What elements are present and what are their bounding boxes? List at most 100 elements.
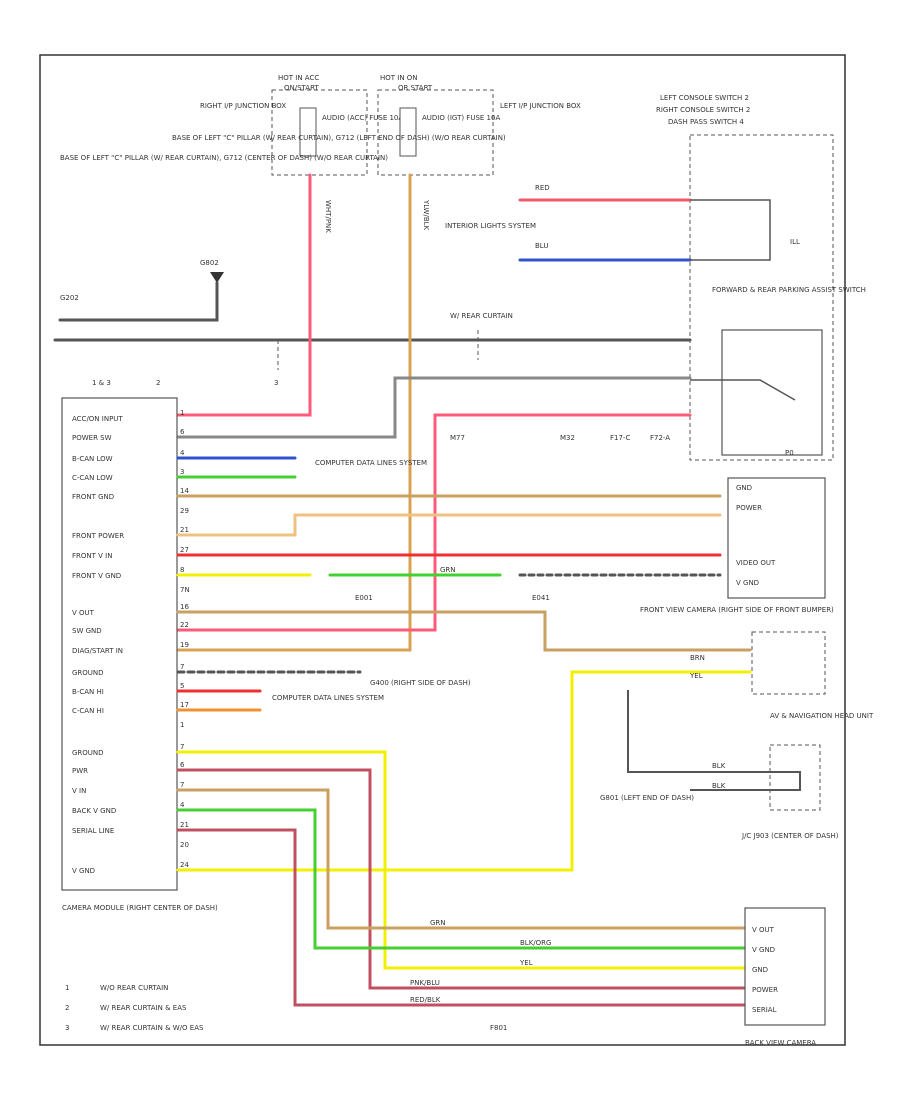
- module-pin-label: GROUND: [72, 669, 104, 677]
- rear-camera-pin-label: POWER: [752, 986, 778, 994]
- camera-module-title: CAMERA MODULE (RIGHT CENTER OF DASH): [62, 904, 218, 912]
- wire-yel-front-camera: [176, 670, 752, 872]
- label-ill: ILL: [790, 238, 800, 246]
- rear-wire-yel: YEL: [519, 959, 533, 967]
- wire-label-wht-pnk: WHT/PNK: [324, 200, 332, 233]
- module-pin-label: FRONT POWER: [72, 532, 124, 540]
- console-item-2: DASH PASS SWITCH 4: [668, 118, 744, 126]
- right-junction-box-label: RIGHT I/P JUNCTION BOX: [200, 102, 286, 110]
- module-pin-number: 16: [180, 603, 189, 611]
- wire-rear-serial: [176, 828, 752, 1007]
- module-pin-number: 1: [180, 721, 184, 729]
- front-cam-wire-yel: YEL: [689, 672, 703, 680]
- module-pin-label: DIAG/START IN: [72, 647, 123, 655]
- g400-label: G400 (RIGHT SIDE OF DASH): [370, 679, 471, 687]
- front-disp-video-out: VIDEO OUT: [736, 559, 776, 567]
- ground-mid-symbol: [210, 272, 224, 283]
- connector-e041: E041: [532, 594, 550, 602]
- module-pin-number: 4: [180, 801, 185, 809]
- module-pin-label: V OUT: [72, 609, 95, 617]
- module-pin-number: 24: [180, 861, 189, 869]
- module-pin-label: PWR: [72, 767, 88, 775]
- rear-wire-blk-org: BLK/ORG: [520, 939, 551, 947]
- parking-connector: P0: [785, 449, 794, 457]
- module-pin-label: C-CAN LOW: [72, 474, 113, 482]
- connector-e001: E001: [355, 594, 373, 602]
- legend-number: 1: [65, 984, 69, 992]
- console-switch-area: LEFT CONSOLE SWITCH 2 RIGHT CONSOLE SWIT…: [445, 94, 866, 461]
- jc-j903-label: J/C J903 (CENTER OF DASH): [741, 832, 839, 840]
- module-pin-number: 1: [180, 409, 184, 417]
- rear-wire-pnk-blu: PNK/BLU: [410, 979, 440, 987]
- module-pin-label: BACK V GND: [72, 807, 116, 815]
- module-pin-number: 6: [180, 428, 185, 436]
- module-pin-number: 19: [180, 641, 189, 649]
- module-pin-label: SERIAL LINE: [72, 827, 114, 835]
- module-pin-number: 3: [180, 468, 184, 476]
- splice-mark-1: 1 & 3: [92, 379, 111, 387]
- label-red: RED: [535, 184, 550, 192]
- module-pin-label: FRONT V IN: [72, 552, 112, 560]
- ground-mid-code: G802: [200, 259, 219, 267]
- module-pin-label: V IN: [72, 787, 86, 795]
- front-camera-title: FRONT VIEW CAMERA (RIGHT SIDE OF FRONT B…: [640, 606, 834, 614]
- module-pin-number: 7: [180, 743, 184, 751]
- front-display-unit: [727, 477, 826, 599]
- label-blu: BLU: [535, 242, 548, 250]
- front-camera-box: [751, 631, 826, 695]
- rear-camera-pin-label: GND: [752, 966, 768, 974]
- module-pin-label: FRONT V GND: [72, 572, 121, 580]
- module-pin-number: 21: [180, 526, 189, 534]
- splice-mark-3: 3: [274, 379, 278, 387]
- rear-wire-grn: GRN: [430, 919, 446, 927]
- legend-text: W/O REAR CURTAIN: [100, 984, 168, 992]
- data-lines-label-1: COMPUTER DATA LINES SYSTEM: [315, 459, 427, 467]
- switch-contact: [690, 379, 796, 401]
- module-pin-number: 17: [180, 701, 189, 709]
- fuse-igt-header: HOT IN ON: [380, 74, 418, 82]
- fuse-acc-label: AUDIO (ACC) FUSE 10A: [322, 114, 403, 122]
- module-pin-number: 20: [180, 841, 189, 849]
- diagram-border: [39, 54, 846, 1046]
- rear-camera-pin-label: V OUT: [752, 926, 775, 934]
- pin-m77: M77: [450, 434, 465, 442]
- wire-front-power: [176, 513, 722, 537]
- ground-mid-label: BASE OF LEFT "C" PILLAR (W/ REAR CURTAIN…: [172, 134, 506, 142]
- wire-rear-pwr: [176, 768, 752, 990]
- rear-camera-pin-label: V GND: [752, 946, 775, 954]
- front-disp-v-gnd: V GND: [736, 579, 759, 587]
- module-pin-label: V GND: [72, 867, 95, 875]
- module-pin-number: 4: [180, 449, 185, 457]
- console-item-0: LEFT CONSOLE SWITCH 2: [660, 94, 749, 102]
- headunit-wire-blk-1: BLK: [712, 762, 726, 770]
- console-item-1: RIGHT CONSOLE SWITCH 2: [656, 106, 750, 114]
- wire-power-sw: [176, 376, 692, 439]
- module-pin-label: B-CAN LOW: [72, 455, 113, 463]
- module-pin-label: POWER SW: [72, 434, 112, 442]
- pin-f72a: F72-A: [650, 434, 670, 442]
- splice-mark-2: 2: [156, 379, 160, 387]
- left-junction-box-label: LEFT I/P JUNCTION BOX: [500, 102, 581, 110]
- legend-number: 2: [65, 1004, 69, 1012]
- headunit-box: [769, 744, 821, 811]
- module-pin-number: 7N: [180, 586, 190, 594]
- interior-lights-label: INTERIOR LIGHTS SYSTEM: [445, 222, 536, 230]
- rear-curtain-label: W/ REAR CURTAIN: [450, 312, 513, 320]
- fuse-igt-label: AUDIO (IGT) FUSE 10A: [422, 114, 500, 122]
- pin-f17c: F17-C: [610, 434, 630, 442]
- rear-camera-title: BACK VIEW CAMERA: [745, 1039, 816, 1047]
- module-pin-number: 5: [180, 682, 184, 690]
- wire-v-out: [176, 610, 752, 652]
- console-loop: [690, 199, 771, 261]
- parking-switch-title: FORWARD & REAR PARKING ASSIST SWITCH: [712, 286, 866, 294]
- module-pin-number: 8: [180, 566, 184, 574]
- module-pin-label: GROUND: [72, 749, 104, 757]
- g801-label: G801 (LEFT END OF DASH): [600, 794, 694, 802]
- wire-rear-back-v-gnd: [176, 808, 752, 950]
- headunit-wire-blk-2: BLK: [712, 782, 726, 790]
- rear-wire-red-blk: RED/BLK: [410, 996, 441, 1004]
- ground-left-code: G202: [60, 294, 79, 302]
- module-pin-label: SW GND: [72, 627, 102, 635]
